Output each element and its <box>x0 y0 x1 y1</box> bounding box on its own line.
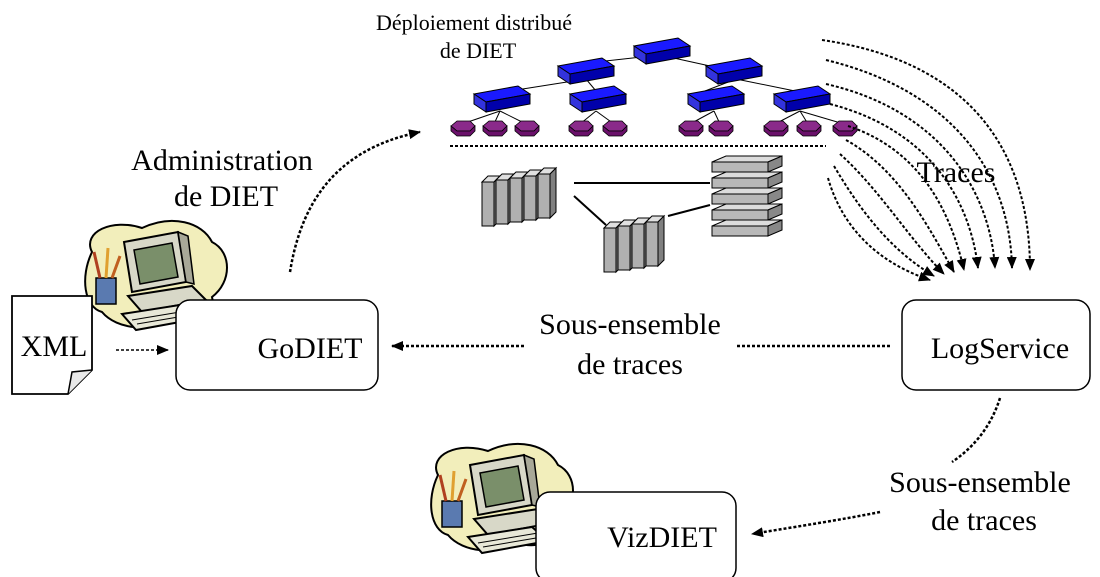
cluster-link <box>667 204 711 217</box>
vizdiet-box <box>535 491 737 577</box>
cluster-stack-icon <box>711 155 783 237</box>
server-node <box>568 120 594 137</box>
cluster-rack-icon <box>603 215 665 273</box>
document-icon <box>11 295 93 395</box>
cluster-rack-icon <box>481 167 557 227</box>
subset-godiet-line1: Sous-ensemble <box>539 308 721 341</box>
traces-label: Traces <box>917 156 996 189</box>
agent-node <box>557 57 615 85</box>
logservice-label: LogService <box>931 332 1069 365</box>
server-node <box>450 120 476 137</box>
subset-arrow-segment <box>951 397 1002 464</box>
agent-node <box>687 85 745 113</box>
cluster-link <box>573 195 607 226</box>
deployment-tree <box>450 37 858 273</box>
server-node <box>514 120 540 137</box>
agent-node <box>773 85 831 113</box>
agent-node <box>473 85 531 113</box>
admin-label-line2: de DIET <box>174 180 278 213</box>
xml-label: XML <box>21 330 88 363</box>
admin-label-line1: Administration <box>131 144 313 177</box>
server-node <box>763 120 789 137</box>
subset-vizdiet-line2: de traces <box>931 504 1037 537</box>
deployment-title-line1: Déploiement distribué <box>376 10 572 35</box>
vizdiet-label: VizDIET <box>607 521 717 554</box>
agent-node <box>569 85 627 113</box>
logservice-box <box>901 299 1091 391</box>
agent-node <box>705 57 763 85</box>
trace-arrows <box>821 39 1035 282</box>
server-node <box>482 120 508 137</box>
server-node <box>602 120 628 137</box>
subset-to-vizdiet-arrow <box>751 510 881 538</box>
server-node <box>678 120 704 137</box>
godiet-box <box>175 299 379 391</box>
subset-godiet-line2: de traces <box>577 348 683 381</box>
server-node <box>796 120 822 137</box>
subset-vizdiet-line1: Sous-ensemble <box>889 466 1071 499</box>
deployment-title-line2: de DIET <box>440 38 517 63</box>
server-node <box>708 120 734 137</box>
godiet-label: GoDIET <box>258 332 363 365</box>
